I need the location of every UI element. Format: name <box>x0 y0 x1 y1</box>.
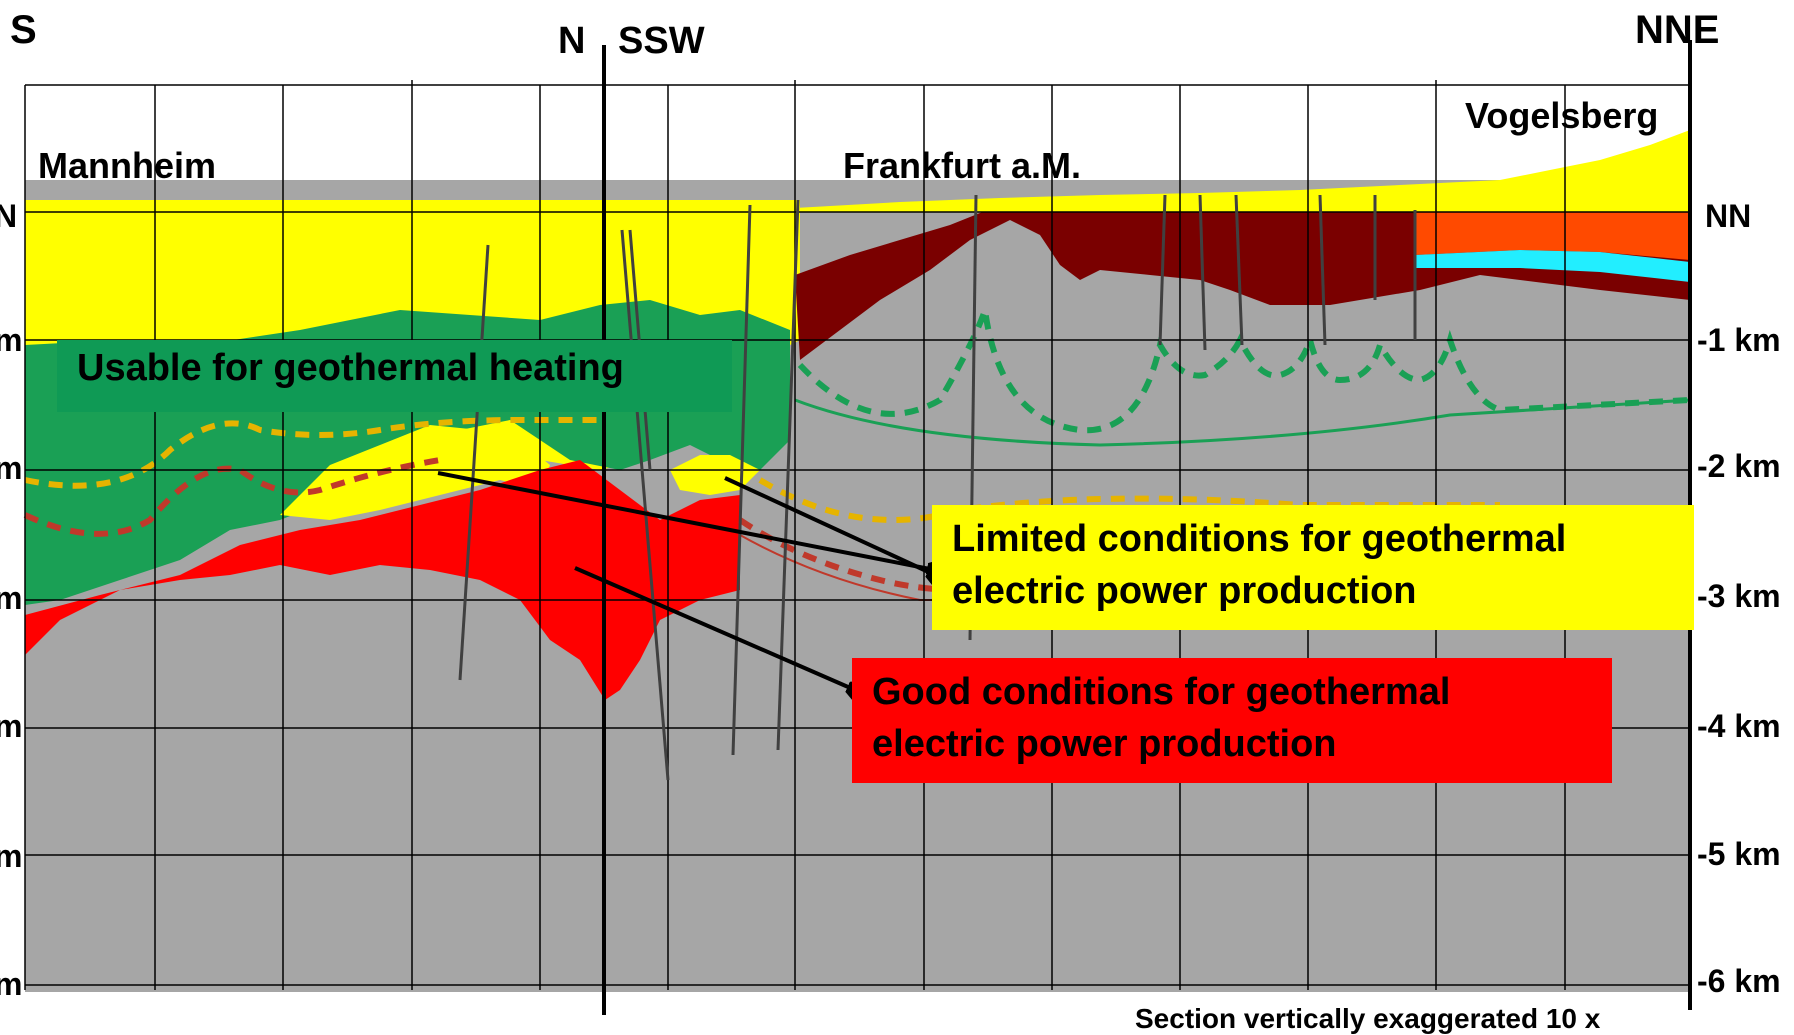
depth-tick-left-3: m <box>0 580 23 616</box>
exaggeration-note: Section vertically exaggerated 10 x <box>1135 1003 1601 1034</box>
legend-heating-text: Usable for geothermal heating <box>77 347 624 389</box>
good-zone-red <box>25 460 740 700</box>
heating-boundary-solid-right <box>794 398 1691 447</box>
legend-limited: Limited conditions for geothermal electr… <box>932 505 1694 630</box>
direction-south: S <box>10 8 37 52</box>
depth-tick-left-2: m <box>0 450 23 486</box>
direction-ssw: SSW <box>618 20 705 62</box>
depth-tick-left-5: m <box>0 838 23 874</box>
depth-tick-6km: -6 km <box>1697 963 1781 999</box>
sediment-yellow-right <box>795 130 1690 212</box>
depth-tick-3km: -3 km <box>1697 578 1781 614</box>
legend-limited-line2: electric power production <box>952 570 1417 612</box>
depth-tick-left-4: m <box>0 708 23 744</box>
place-frankfurt: Frankfurt a.M. <box>843 145 1082 186</box>
legend-good-line1: Good conditions for geothermal <box>872 671 1451 713</box>
pointer-arrows <box>437 471 935 690</box>
depth-tick-1km: -1 km <box>1697 322 1781 358</box>
limited-zone-yellow-a <box>280 425 550 520</box>
heating-boundary-dashed-right <box>797 309 1691 434</box>
direction-north: N <box>558 20 586 62</box>
limited-boundary-dashed <box>24 417 1500 523</box>
grid <box>24 80 1690 990</box>
depth-tick-4km: -4 km <box>1697 708 1781 744</box>
depth-tick-2km: -2 km <box>1697 448 1781 484</box>
legend-good-line2: electric power production <box>872 723 1337 765</box>
cyan-layer <box>1415 250 1690 282</box>
place-vogelsberg: Vogelsberg <box>1465 95 1659 136</box>
direction-nne: NNE <box>1635 8 1720 52</box>
depth-tick-5km: -5 km <box>1697 836 1781 872</box>
depth-nn-right: NN <box>1705 198 1752 234</box>
legend-good: Good conditions for geothermal electric … <box>852 658 1612 783</box>
place-mannheim: Mannheim <box>38 145 217 186</box>
depth-tick-left-6: m <box>0 966 23 1002</box>
depth-tick-left-1: m <box>0 322 23 358</box>
legend-heating: Usable for geothermal heating <box>57 340 732 412</box>
good-boundary-solid <box>739 534 960 601</box>
depth-nn-left: N <box>0 198 18 234</box>
orange-layer <box>1415 212 1690 260</box>
legend-limited-line1: Limited conditions for geothermal <box>952 518 1567 560</box>
